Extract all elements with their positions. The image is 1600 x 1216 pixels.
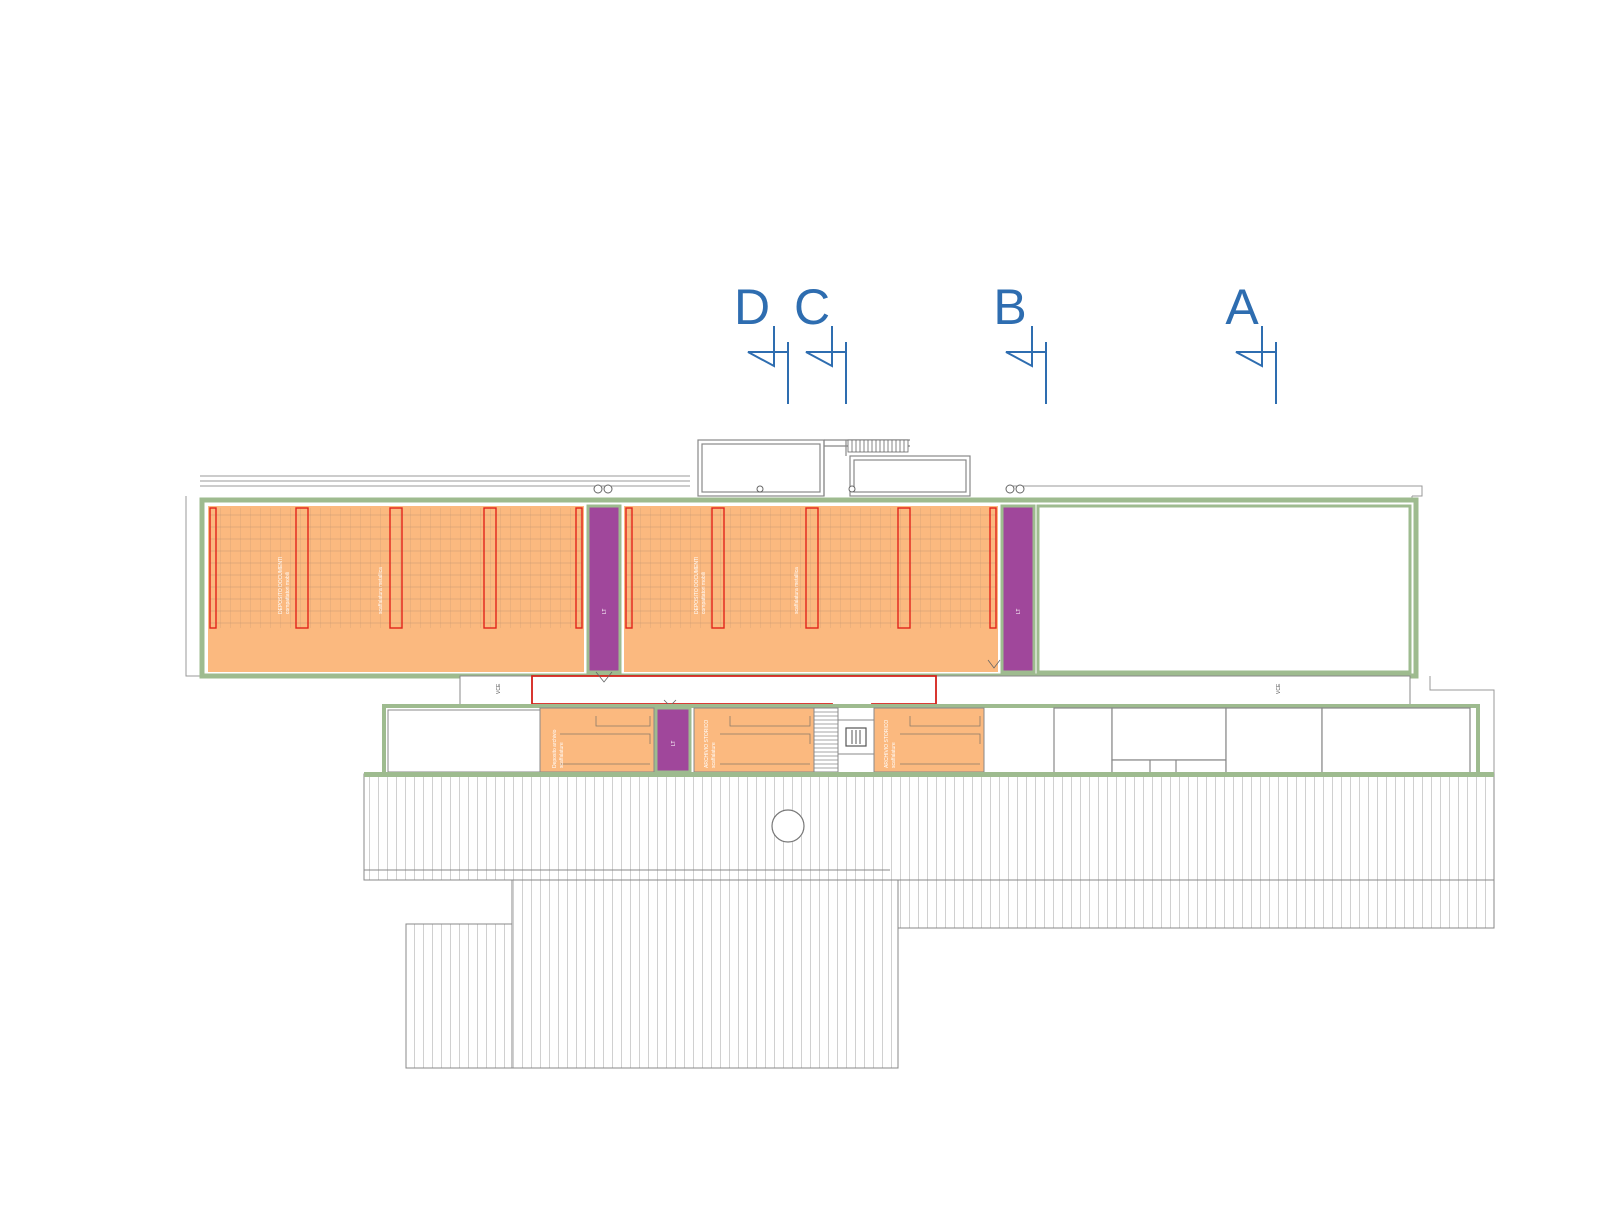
office-2: ARCHIVIO STORICO scaffalature [693, 707, 815, 773]
core-left: LT [586, 504, 622, 674]
office-1: Deposito archivio scaffalature [539, 707, 655, 773]
section-letter-b: B [993, 279, 1026, 335]
section-marker-b: B [993, 279, 1047, 404]
roof-deck [363, 772, 1495, 1069]
right-offices [1053, 707, 1471, 775]
storage-left-label-3: scaffalatura metallica [378, 567, 384, 614]
office-2-label-1: ARCHIVIO STORICO [704, 720, 710, 768]
office-3-label-1: ARCHIVIO STORICO [884, 720, 890, 768]
section-letter-a: A [1225, 279, 1259, 335]
office-1-label-1: Deposito archivio [552, 729, 558, 768]
storage-room-mid: DEPOSITO DOCUMENTI compattatori mobili s… [624, 506, 1001, 672]
storage-left-label-2: compattatori mobili [285, 572, 291, 614]
upper-stair [847, 439, 909, 453]
section-marker-d: D [734, 279, 789, 404]
core-small-label: LT [671, 741, 677, 746]
core-right-label: LT [1016, 609, 1022, 614]
storage-mid-label-3: scaffalatura metallica [794, 567, 800, 614]
stair-lower [813, 707, 839, 773]
elevator-lower [837, 719, 875, 755]
hall-right [1036, 504, 1412, 674]
section-marker-a: A [1225, 279, 1277, 404]
office-1-label-2: scaffalature [559, 742, 565, 768]
section-letter-c: C [794, 279, 830, 335]
core-right: LT [1000, 504, 1036, 674]
office-2-label-2: scaffalature [711, 742, 717, 768]
downpipes [593, 484, 1025, 494]
corridor-right-label: VCE [1276, 683, 1282, 694]
section-marker-c: C [794, 279, 847, 404]
office-3-label-2: scaffalature [891, 742, 897, 768]
storage-left-label-1: DEPOSITO DOCUMENTI [278, 557, 284, 614]
section-letter-d: D [734, 279, 770, 335]
corridor-left-label: VCE [496, 683, 502, 694]
core-small: LT [654, 706, 692, 774]
storage-room-left: DEPOSITO DOCUMENTI compattatori mobili s… [208, 506, 584, 672]
office-3: ARCHIVIO STORICO scaffalature [873, 707, 985, 773]
storage-mid-label-1: DEPOSITO DOCUMENTI [694, 557, 700, 614]
upper-annex [697, 439, 971, 497]
storage-mid-label-2: compattatori mobili [701, 572, 707, 614]
core-left-label: LT [602, 609, 608, 614]
